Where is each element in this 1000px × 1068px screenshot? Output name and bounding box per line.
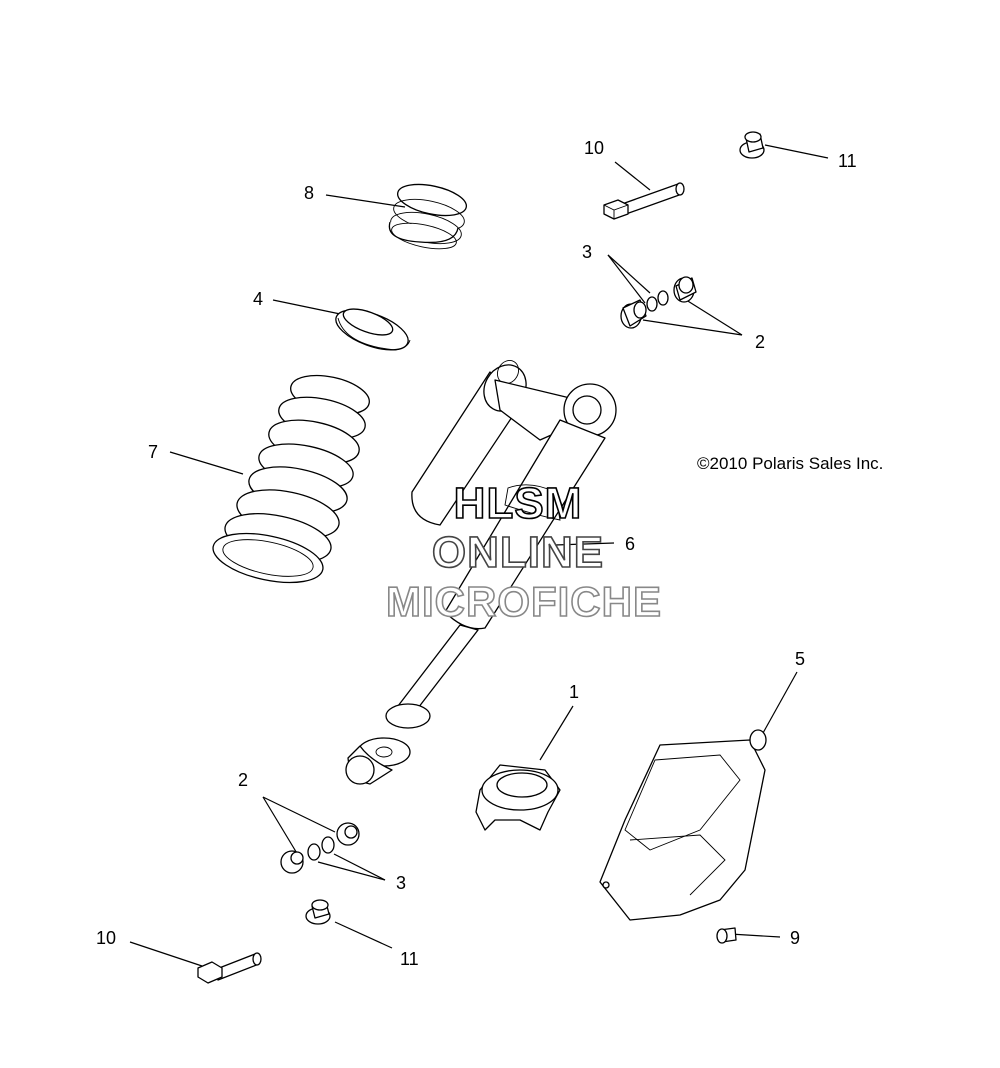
callout-3-bottom: 3	[396, 873, 406, 893]
callout-2-bottom: 2	[238, 770, 248, 790]
callout-10-top: 10	[584, 138, 604, 158]
callout-labels: 10 11 8 3 2 4 7 6 5 1 2 3 10 11 9	[96, 138, 857, 969]
bushing-bottom	[305, 899, 331, 925]
callout-9: 9	[790, 928, 800, 948]
callout-7: 7	[148, 442, 158, 462]
shock-guard	[599, 729, 767, 921]
bolt-top	[603, 182, 685, 220]
watermark-line-3: MICROFICHE	[386, 578, 662, 625]
callout-11-bottom: 11	[400, 949, 419, 969]
callout-10-bottom: 10	[96, 928, 116, 948]
copyright-text: ©2010 Polaris Sales Inc.	[697, 454, 883, 473]
bump-spring	[388, 183, 468, 250]
callout-3-top: 3	[582, 242, 592, 262]
callout-6: 6	[625, 534, 635, 554]
bushing-top	[739, 131, 765, 159]
bushings-top	[620, 276, 697, 329]
bolt-bottom	[197, 952, 262, 984]
bushings-bottom	[280, 822, 360, 874]
watermark-line-1: HLSM	[454, 479, 583, 528]
callout-4: 4	[253, 289, 263, 309]
leader-lines	[129, 144, 829, 967]
spring-retainer	[475, 764, 561, 831]
callout-1: 1	[569, 682, 579, 702]
watermark-line-2: ONLINE	[432, 528, 604, 577]
callout-8: 8	[304, 183, 314, 203]
callout-11-top: 11	[838, 151, 857, 171]
shock-absorber	[345, 360, 617, 785]
screw	[716, 927, 737, 944]
callout-5: 5	[795, 649, 805, 669]
spring-seat	[335, 308, 411, 351]
watermark: HLSM ONLINE MICROFICHE	[385, 478, 662, 626]
callout-2-top: 2	[755, 332, 765, 352]
coil-spring	[212, 374, 370, 584]
